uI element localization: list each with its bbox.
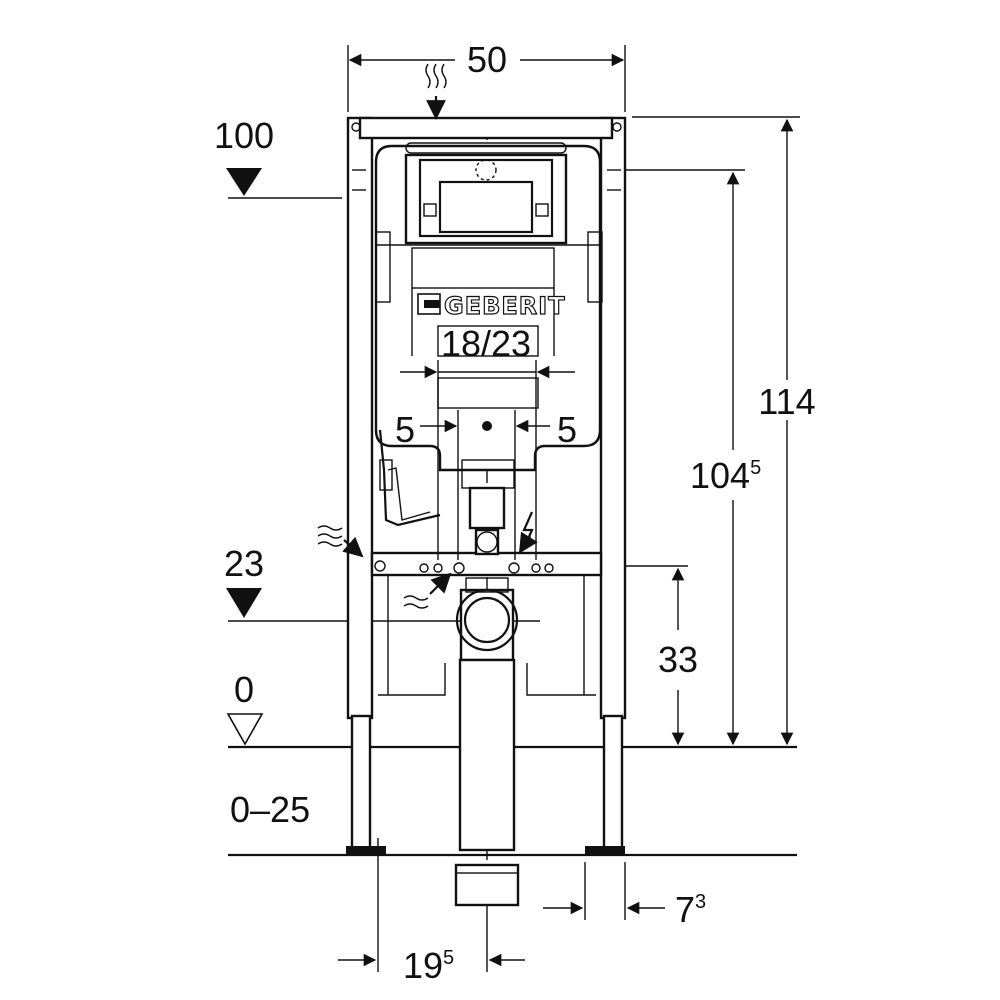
actuator-opening	[404, 153, 568, 245]
level-marker-filled-icon	[226, 588, 262, 618]
water-supply-icon	[425, 63, 447, 120]
level-water-label: 23	[224, 543, 264, 584]
gap-right-label: 5	[557, 409, 577, 450]
level-floor-label: 0	[234, 669, 254, 710]
brand-logo: GEBERIT	[417, 291, 566, 321]
level-marker-open-icon	[226, 713, 264, 746]
level-top-label: 100	[214, 115, 274, 156]
offset-right-label: 73	[675, 889, 706, 930]
offset-bottom-label: 195	[403, 945, 454, 986]
gap-left-label: 5	[395, 409, 415, 450]
dimension-arrows	[338, 53, 794, 967]
installation-frame	[346, 116, 627, 854]
bracket-height-label: 1045	[690, 455, 761, 496]
drain-height-label: 33	[658, 639, 698, 680]
cistern-width-label: 18/23	[441, 323, 531, 364]
adjust-range-label: 0–25	[230, 789, 310, 830]
inner-guides	[437, 360, 537, 560]
water-supply-icon	[403, 572, 452, 609]
fill-valve-hose	[378, 429, 441, 527]
width-label: 50	[467, 39, 507, 80]
total-height-label: 114	[758, 381, 815, 422]
dimension-labels: 50 114 1045 18/23 5 5 100 23 0 33 0–25 1…	[214, 39, 816, 986]
drain-pipe	[454, 528, 520, 907]
level-marker-filled-icon	[226, 168, 262, 196]
electric-bolt-icon	[518, 511, 538, 554]
connection-holes	[374, 421, 554, 574]
brand-name: GEBERIT	[444, 292, 566, 320]
water-supply-icon	[317, 525, 364, 558]
